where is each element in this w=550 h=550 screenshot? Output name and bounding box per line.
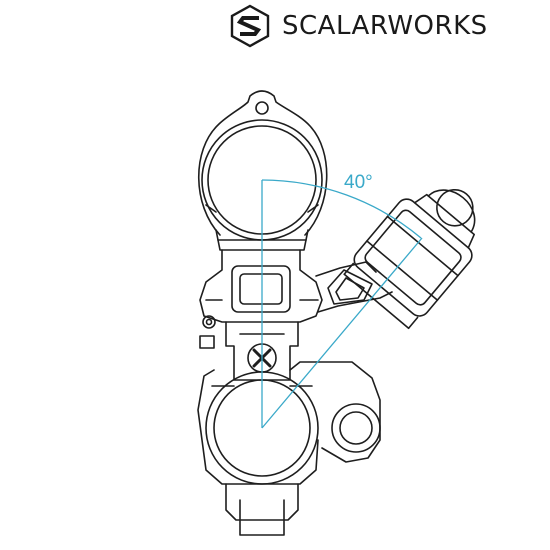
ring-base-block: [199, 249, 323, 349]
offset-optic: [343, 188, 476, 330]
angle-indicator: [261, 179, 423, 429]
brand-header: SCALARWORKS: [228, 4, 488, 48]
scope-ring: [197, 90, 328, 251]
brand-name: SCALARWORKS: [282, 11, 488, 41]
angle-label: 40°: [344, 172, 373, 193]
angle-arc: [261, 179, 422, 239]
scalarworks-logo-icon: [230, 4, 270, 48]
angled-reference-line: [261, 237, 423, 429]
rail-clamp: [197, 361, 381, 536]
